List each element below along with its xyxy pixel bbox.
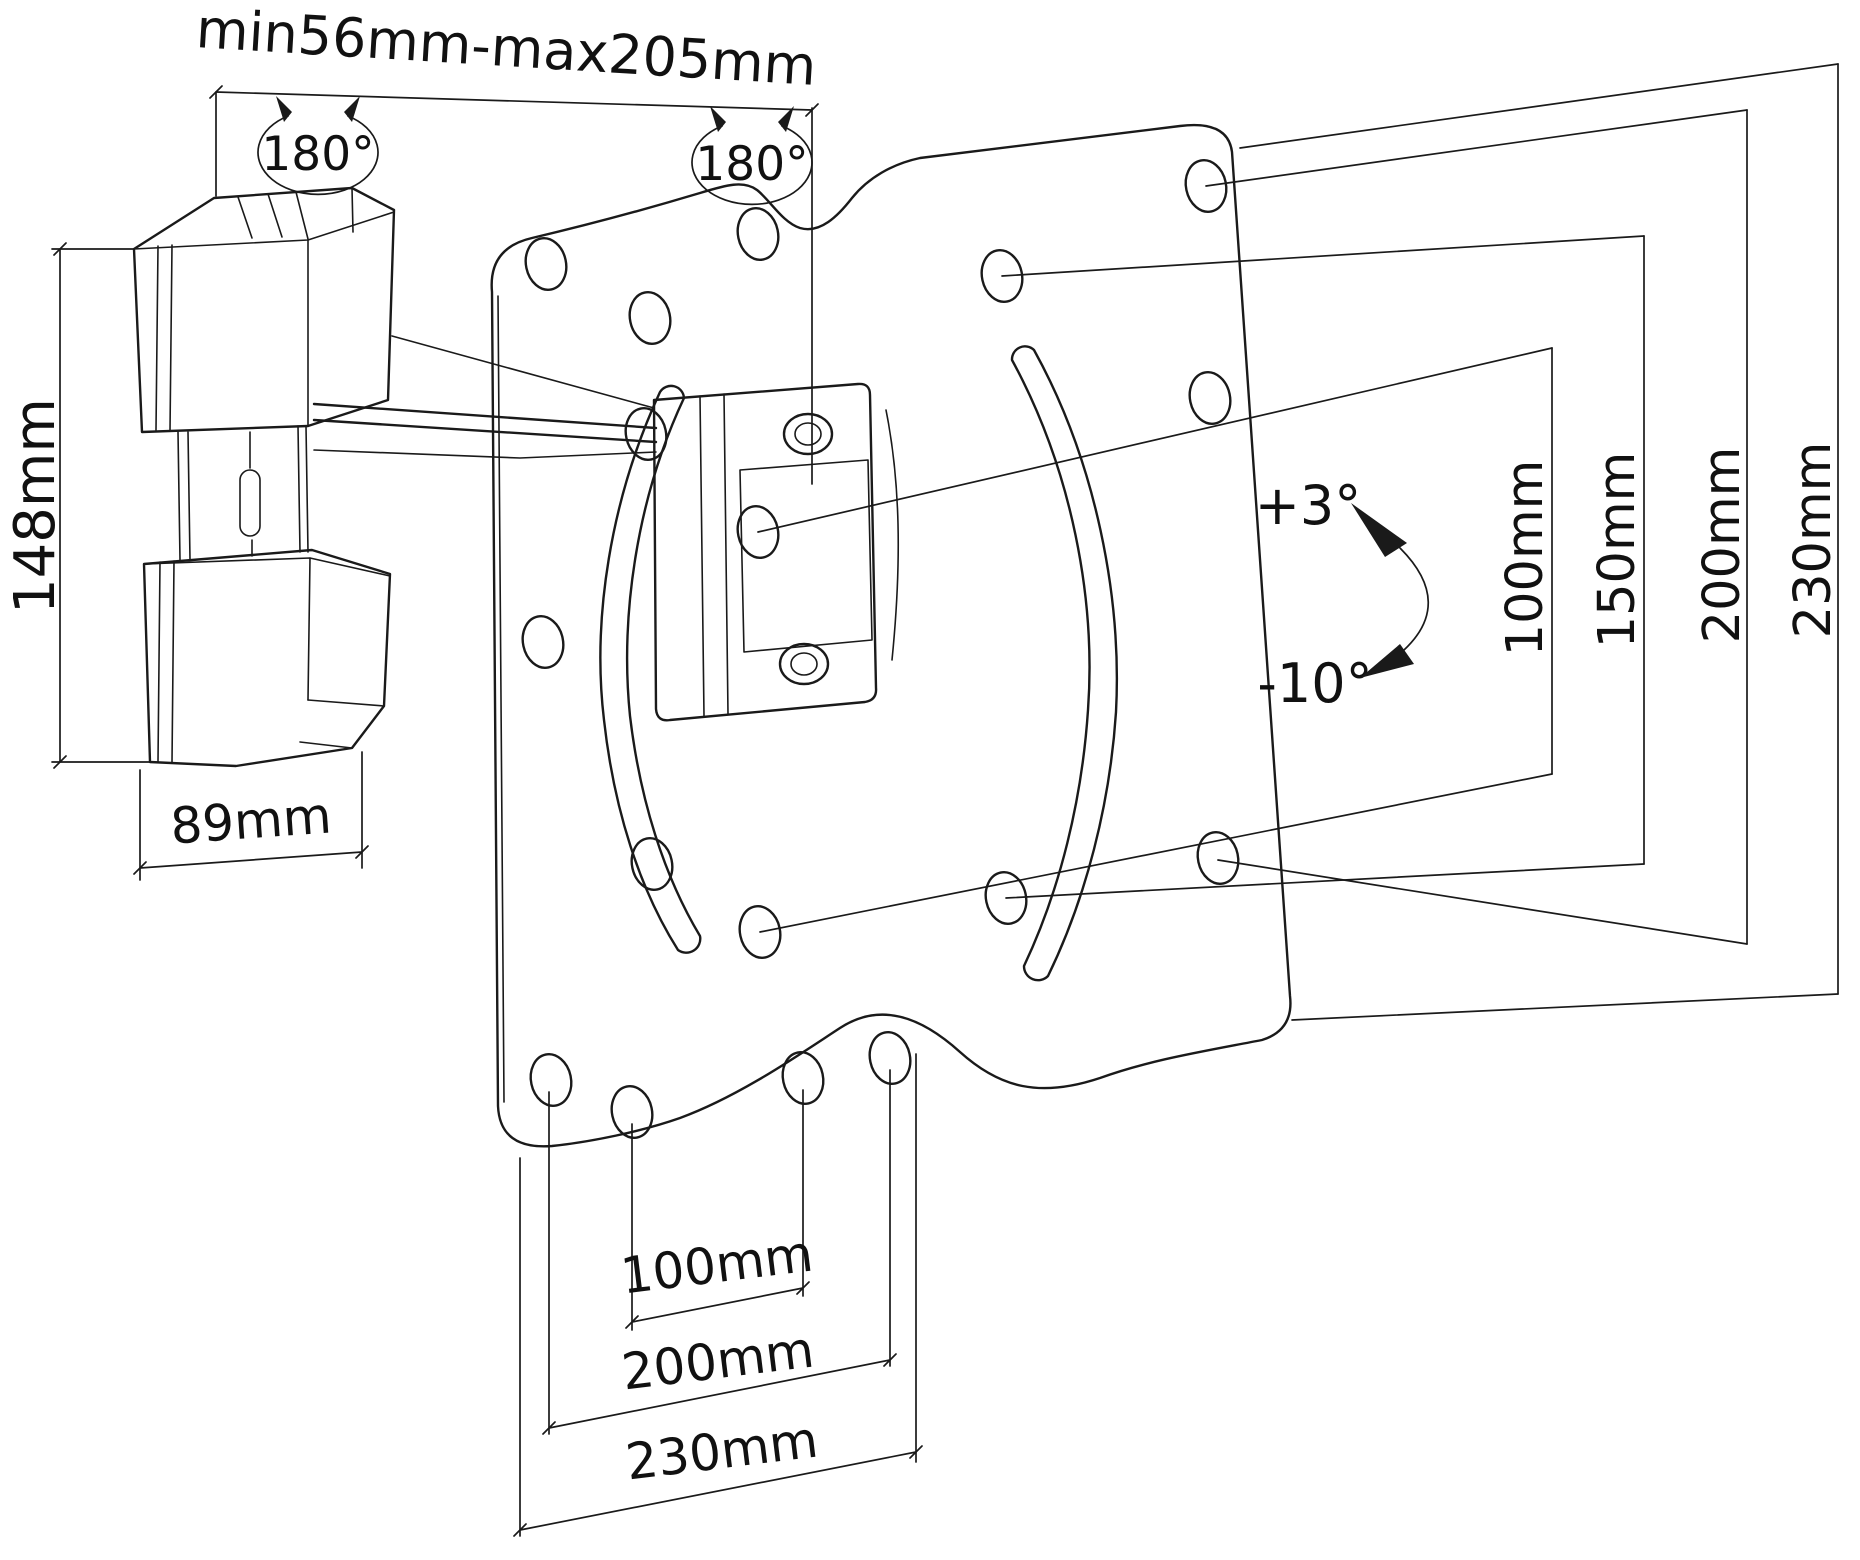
dim-horizontal-200: 200mm	[542, 1069, 897, 1435]
dimension-line	[519, 1451, 917, 1531]
tilt-head	[652, 382, 900, 722]
leader-line	[1217, 859, 1748, 945]
vesa-vertical-150-label: 150mm	[1588, 452, 1647, 649]
extension-range-label: min56mm-max205mm	[194, 0, 818, 98]
tilt-head-plate	[652, 382, 878, 722]
dimension-line	[548, 1359, 891, 1429]
vesa-plate-outline	[490, 123, 1292, 1148]
tilt-up-label: +3°	[1255, 474, 1362, 537]
swivel-right-label: 180°	[695, 137, 808, 192]
leader-line	[1239, 63, 1839, 149]
wall-bracket-rails	[177, 425, 309, 561]
vesa-hole	[984, 871, 1028, 925]
rail-slot	[239, 469, 261, 537]
vesa-hole	[736, 207, 780, 261]
wall-bracket-bottom-block	[142, 548, 392, 768]
arrowhead	[710, 106, 726, 132]
tilt-arc	[1399, 547, 1430, 651]
arrowhead	[778, 106, 794, 132]
dimension-line	[631, 1287, 804, 1323]
vesa-hole	[868, 1031, 912, 1085]
dimension-line	[139, 851, 363, 869]
dim-swivel-left: 180°	[257, 96, 379, 196]
vesa-hole	[1196, 831, 1240, 885]
dim-vertical-200: 200mm	[1205, 109, 1752, 945]
bracket-height-label: 148mm	[3, 398, 68, 614]
vesa-horizontal-100-label: 100mm	[618, 1224, 816, 1305]
vesa-hole	[980, 249, 1024, 303]
vesa-hole	[630, 837, 674, 891]
leader-line	[1001, 235, 1645, 277]
vesa-holes	[521, 159, 1240, 1139]
vesa-hole	[1184, 159, 1228, 213]
vesa-vertical-100-label: 100mm	[1496, 460, 1555, 657]
swivel-arc	[691, 125, 813, 206]
dim-swivel-right: 180°	[691, 106, 813, 206]
dim-height-148: 148mm	[3, 242, 151, 769]
vesa-vertical-200-label: 200mm	[1693, 447, 1752, 644]
leader-line	[1205, 109, 1748, 187]
leader-line	[759, 773, 1553, 933]
leader-line	[1005, 863, 1645, 899]
dim-horizontal-100: 100mm	[618, 1089, 816, 1331]
left-slot	[599, 384, 702, 954]
vesa-hole	[624, 407, 668, 461]
dimension-line	[215, 91, 813, 111]
dim-tilt: +3° -10°	[1255, 474, 1430, 715]
vesa-hole	[521, 615, 565, 669]
vesa-horizontal-200-label: 200mm	[619, 1320, 817, 1401]
leader-line	[1291, 993, 1839, 1021]
tilt-bolt-bottom	[778, 642, 830, 686]
right-slot	[1010, 345, 1119, 982]
vesa-hole	[628, 291, 672, 345]
arrowhead	[344, 96, 360, 122]
vesa-hole	[529, 1053, 573, 1107]
vesa-hole	[524, 237, 568, 291]
articulating-arm	[312, 335, 658, 459]
vesa-hole	[610, 1085, 654, 1139]
leader-line	[757, 347, 1553, 533]
tilt-arrowhead-up	[1351, 503, 1407, 557]
arrowhead	[276, 96, 292, 122]
wall-plate-width-label: 89mm	[169, 786, 334, 855]
swivel-left-label: 180°	[261, 127, 374, 182]
wall-bracket	[132, 186, 396, 768]
tilt-arrowhead-down	[1360, 644, 1414, 678]
vesa-hole	[1188, 371, 1232, 425]
vesa-hole	[781, 1051, 825, 1105]
tilt-down-label: -10°	[1257, 652, 1372, 715]
dim-horizontal-230: 230mm	[513, 1053, 923, 1537]
dim-vertical-150: 150mm	[1001, 235, 1647, 899]
dim-vertical-230: 230mm	[1239, 63, 1843, 1021]
swivel-arc	[257, 115, 379, 196]
dim-vertical-100: 100mm	[757, 347, 1555, 933]
vesa-horizontal-230-label: 230mm	[623, 1410, 821, 1491]
tilt-bolt-top	[782, 412, 834, 456]
vesa-vertical-230-label: 230mm	[1784, 442, 1843, 639]
vesa-plate	[490, 123, 1292, 1148]
vesa-plate-edge-thickness	[497, 295, 505, 1103]
dim-width-89: 89mm	[133, 751, 369, 881]
